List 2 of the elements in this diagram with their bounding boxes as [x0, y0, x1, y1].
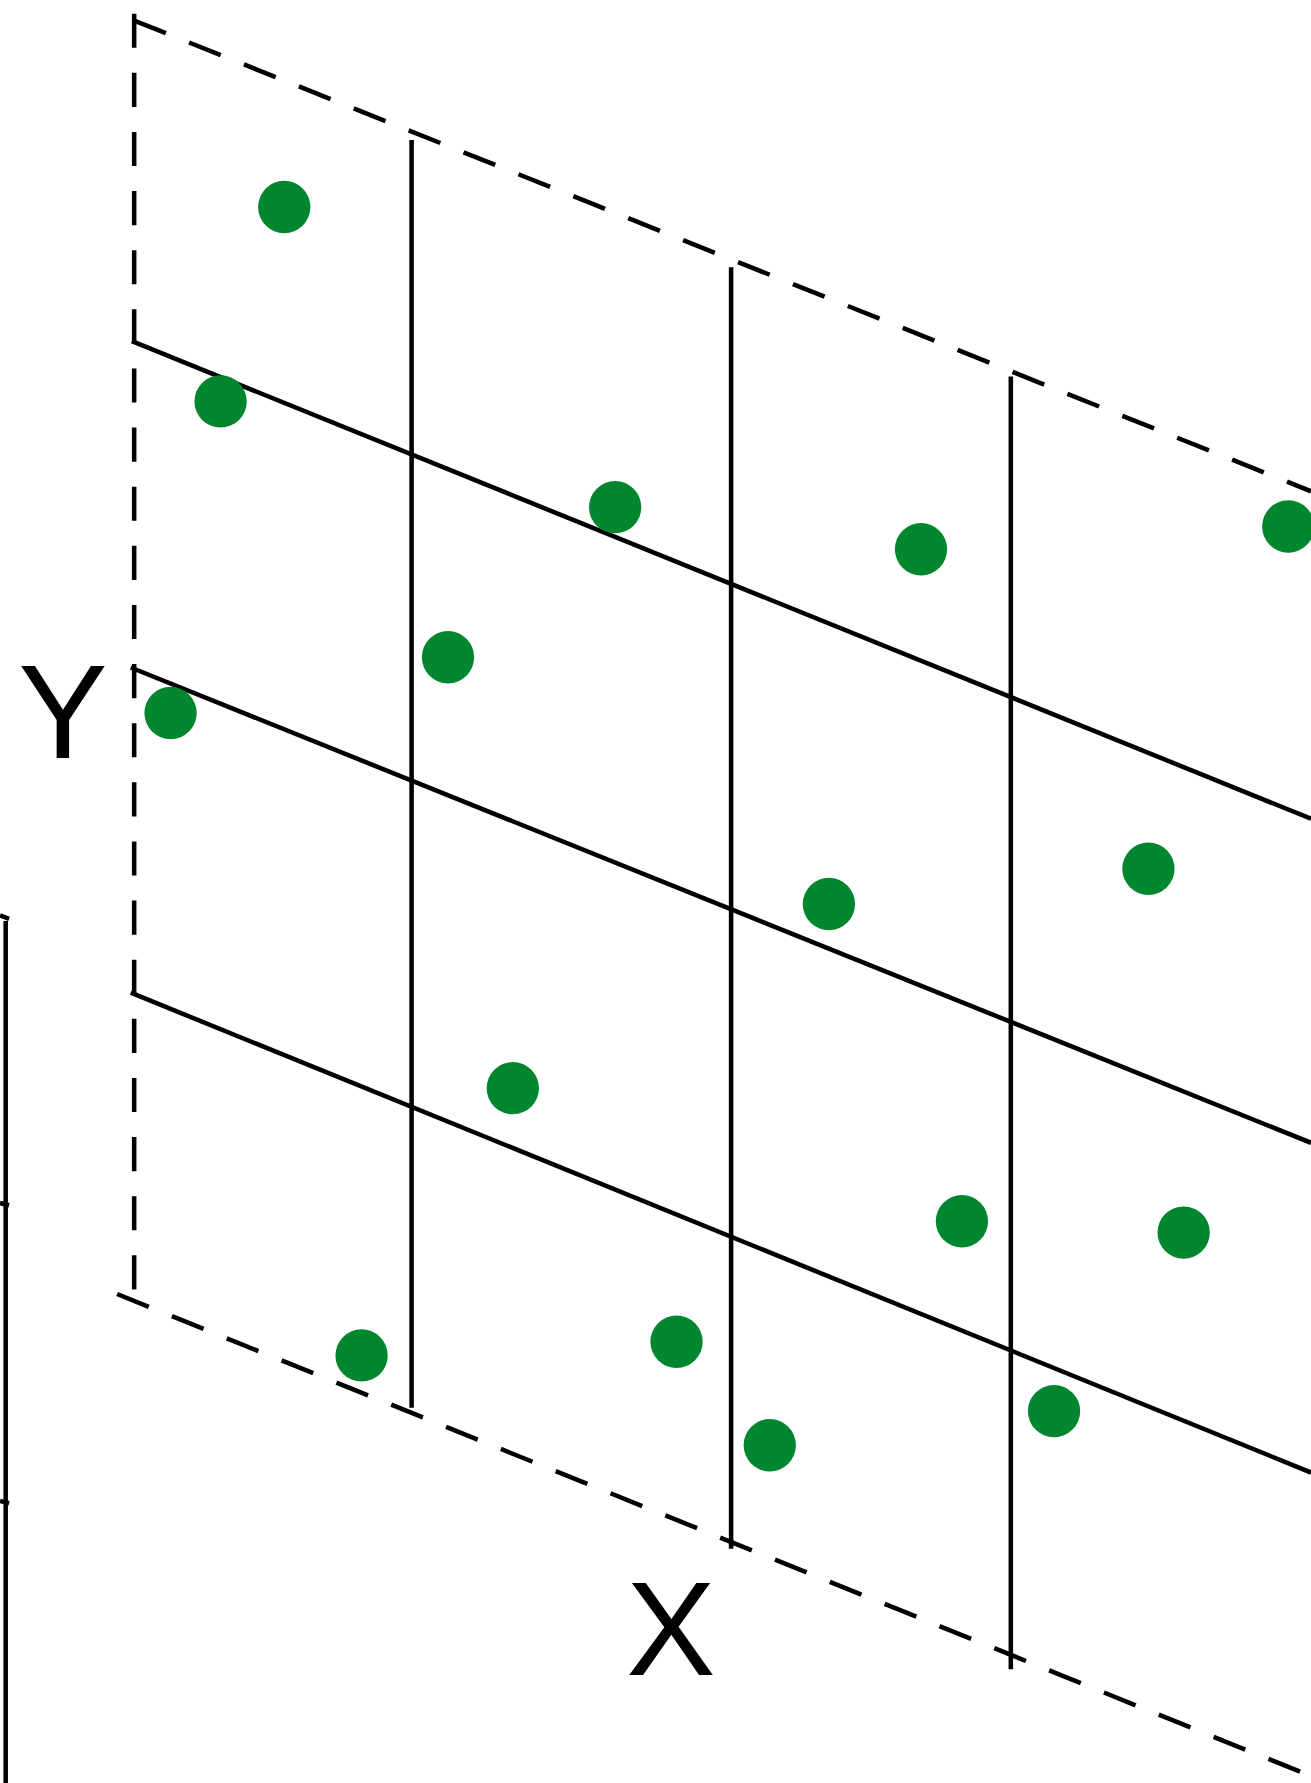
axis-label: X: [626, 1562, 716, 1696]
axis-label: Y: [18, 645, 108, 779]
